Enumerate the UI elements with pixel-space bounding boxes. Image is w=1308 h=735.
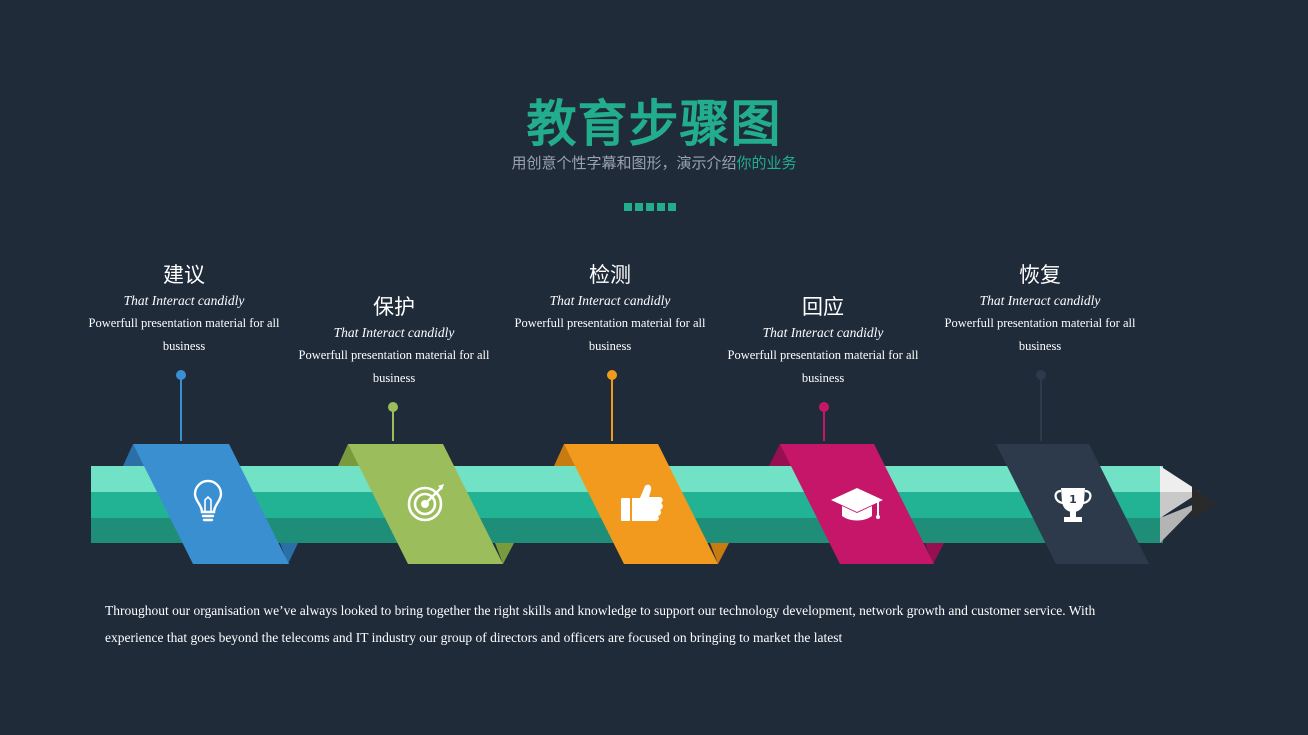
pencil-lead <box>1192 486 1216 520</box>
divider-dot <box>657 203 665 211</box>
graduation-cap-icon <box>831 488 883 521</box>
trophy-icon: 1 <box>1054 488 1092 522</box>
step-tagline: That Interact candidly <box>762 325 884 340</box>
step-description-line: Powerfull presentation material for all <box>944 316 1136 330</box>
thumbs-up-icon <box>621 484 663 521</box>
body-paragraph: Throughout our organisation we’ve always… <box>105 597 1215 651</box>
lightbulb-icon <box>193 479 223 522</box>
divider-dot <box>668 203 676 211</box>
divider-dot <box>646 203 654 211</box>
step-description-line: Powerfull presentation material for all <box>727 348 919 362</box>
step-5-text: 恢复 That Interact candidly Powerfull pres… <box>940 262 1140 358</box>
step-description: Powerfull presentation material for all … <box>940 312 1140 358</box>
step-4-text: 回应 That Interact candidly Powerfull pres… <box>723 294 923 390</box>
step-tagline: That Interact candidly <box>333 325 455 340</box>
connectors <box>176 370 1046 441</box>
step-description-line: business <box>162 339 206 353</box>
step-2-text: 保护 That Interact candidly Powerfull pres… <box>294 294 494 390</box>
connector-dot <box>176 370 186 380</box>
divider-dot <box>624 203 632 211</box>
trophy-number: 1 <box>1069 493 1077 506</box>
title-divider-dots <box>624 203 676 211</box>
connector-dot <box>819 402 829 412</box>
step-description: Powerfull presentation material for all … <box>294 344 494 390</box>
step-description: Powerfull presentation material for all … <box>723 344 923 390</box>
step-title: 建议 <box>163 263 205 287</box>
step-description-line: Powerfull presentation material for all <box>298 348 490 362</box>
step-description-line: business <box>588 339 632 353</box>
step-description-line: Powerfull presentation material for all <box>88 316 280 330</box>
body-paragraph-line: Throughout our organisation we’ve always… <box>105 603 1096 618</box>
step-title: 回应 <box>802 295 844 319</box>
divider-dot <box>635 203 643 211</box>
connector-dot <box>1036 370 1046 380</box>
step-title: 保护 <box>373 295 415 319</box>
page-subtitle: 用创意个性字幕和图形，演示介绍你的业务 <box>0 152 1308 173</box>
step-description: Powerfull presentation material for all … <box>510 312 710 358</box>
step-description-line: Powerfull presentation material for all <box>514 316 706 330</box>
target-icon <box>407 484 444 522</box>
step-3-text: 检测 That Interact candidly Powerfull pres… <box>510 262 710 358</box>
page-title: 教育步骤图 <box>526 95 782 153</box>
step-tagline: That Interact candidly <box>123 293 245 308</box>
step-description-line: business <box>372 371 416 385</box>
step-title: 检测 <box>589 263 631 287</box>
step-tagline: That Interact candidly <box>549 293 671 308</box>
step-description-line: business <box>801 371 845 385</box>
step-tagline: That Interact candidly <box>979 293 1101 308</box>
step-1-text: 建议 That Interact candidly Powerfull pres… <box>84 262 284 358</box>
step-description-line: business <box>1018 339 1062 353</box>
connector-dot <box>388 402 398 412</box>
subtitle-main: 用创意个性字幕和图形，演示介绍 <box>511 154 737 172</box>
connector-dot <box>607 370 617 380</box>
step-title: 恢复 <box>1019 263 1061 287</box>
body-paragraph-line: experience that goes beyond the telecoms… <box>105 630 843 645</box>
step-description: Powerfull presentation material for all … <box>84 312 284 358</box>
pencil-tip <box>1160 466 1216 543</box>
subtitle-accent: 你的业务 <box>736 154 797 172</box>
